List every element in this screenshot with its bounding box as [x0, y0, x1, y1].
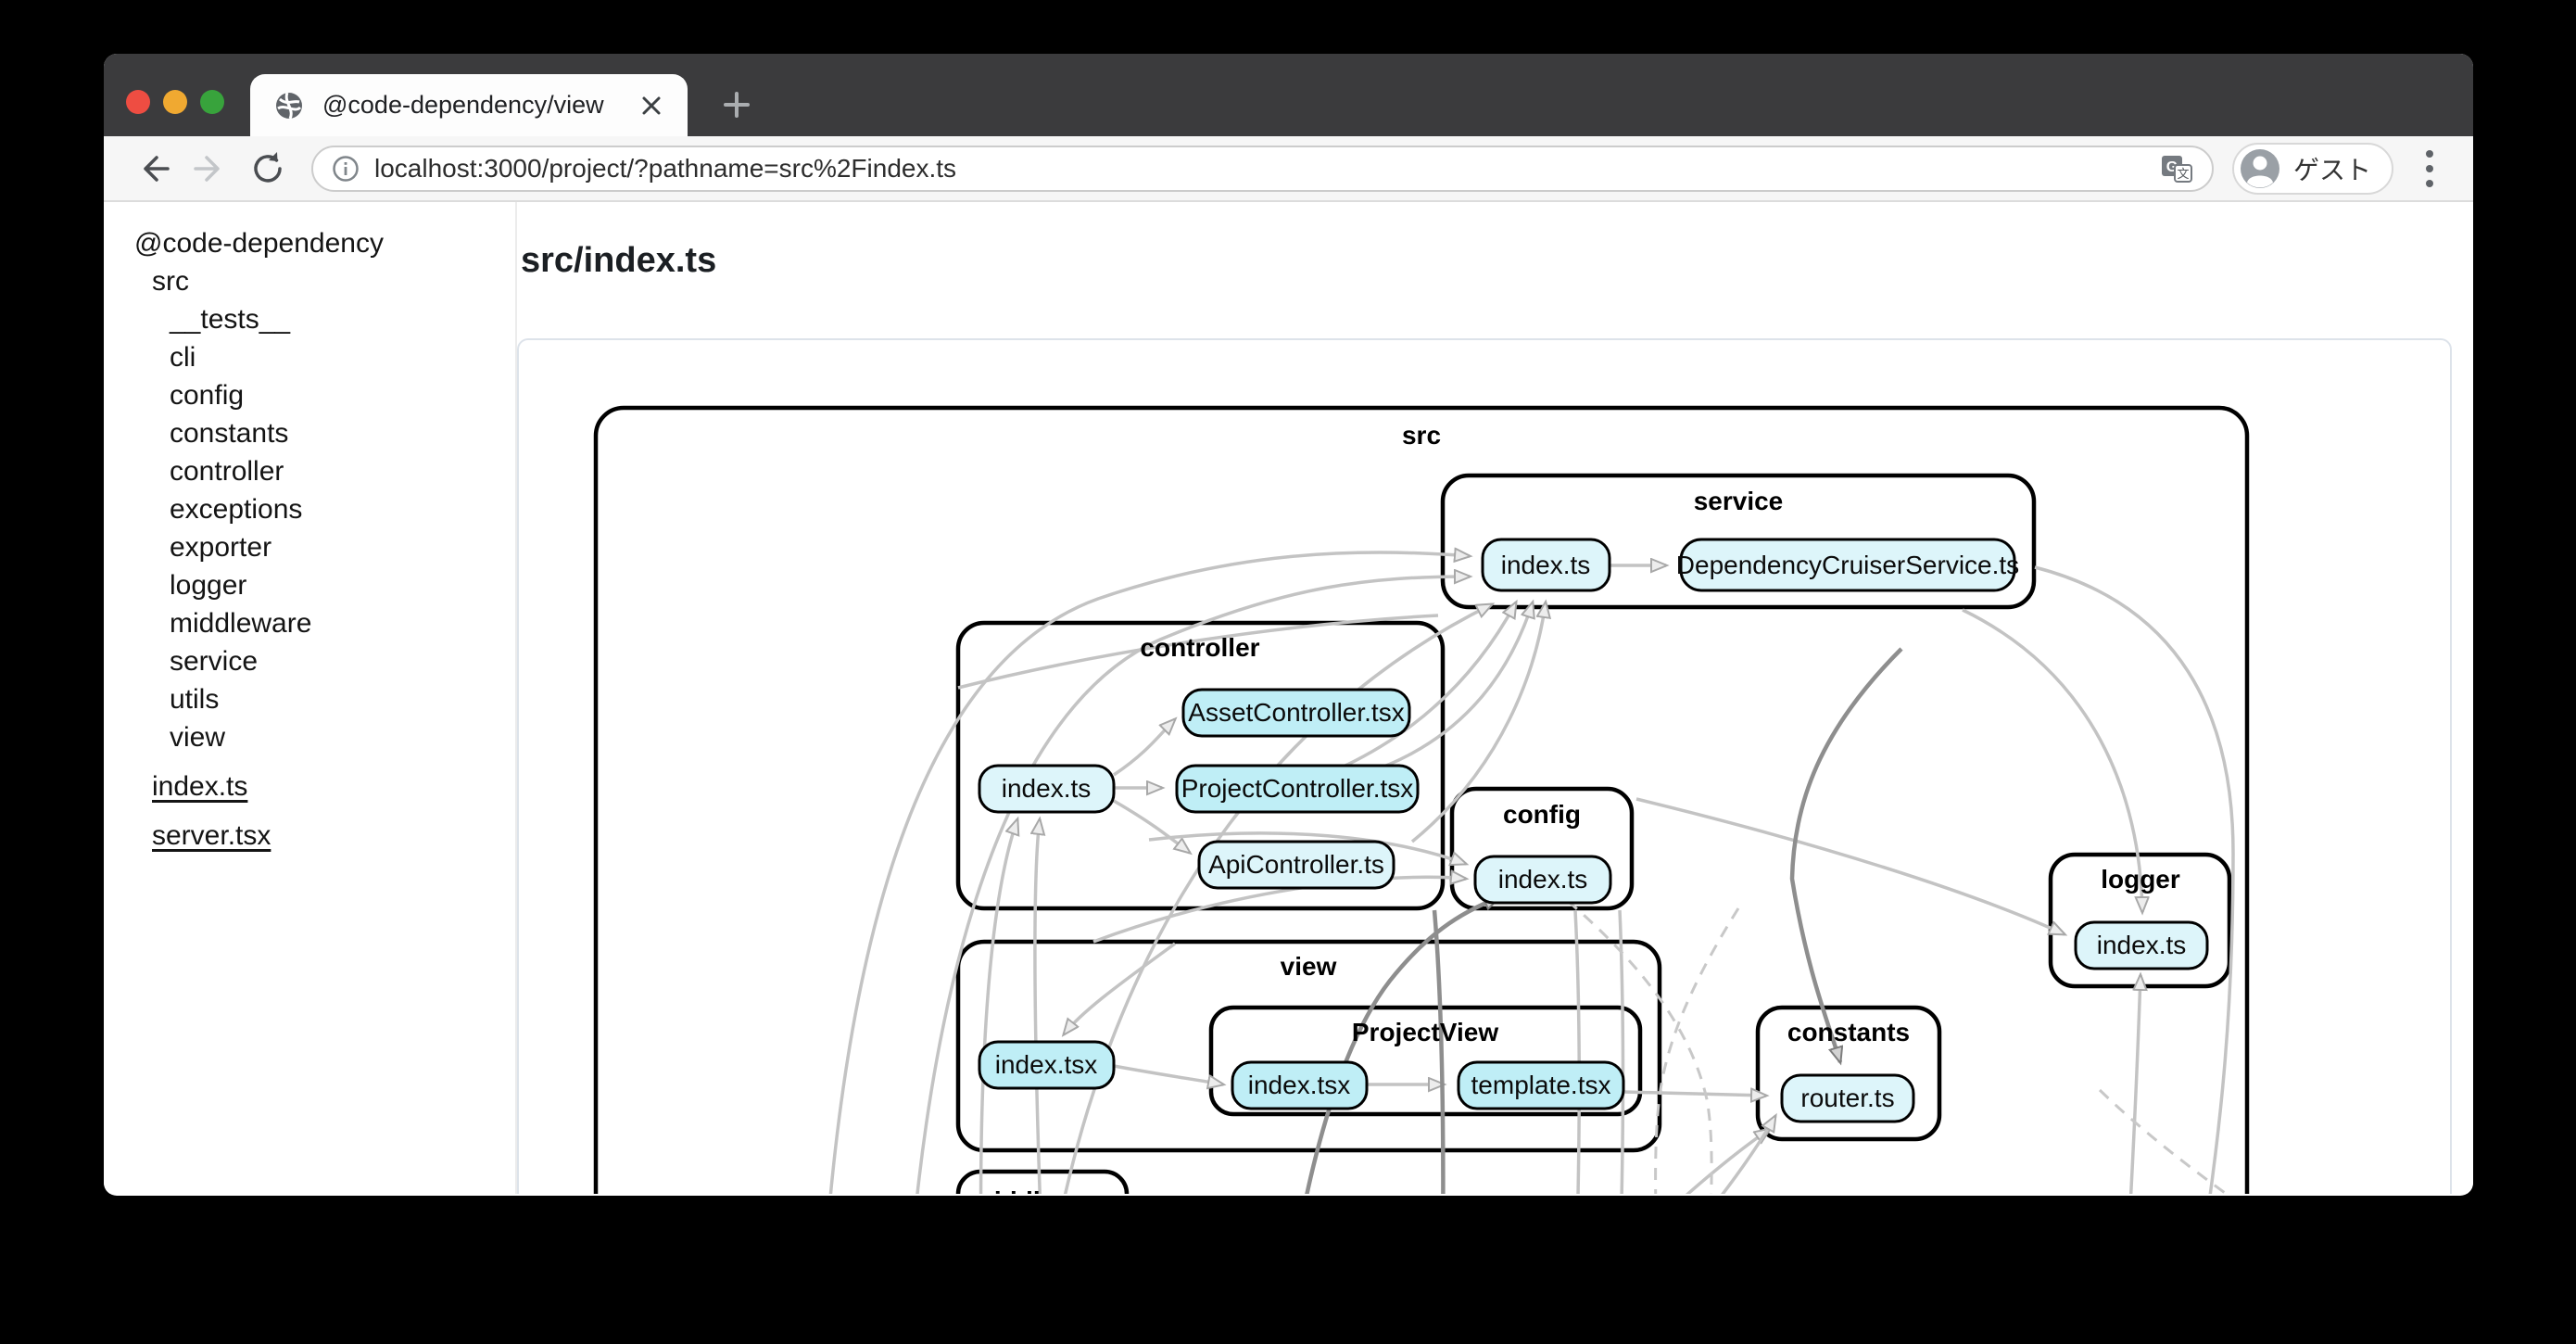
minimize-window-button[interactable]	[163, 90, 187, 114]
svg-text:index.tsx: index.tsx	[1248, 1071, 1351, 1099]
cluster-controller-label: controller	[1140, 633, 1259, 662]
svg-text:DependencyCruiserService.ts: DependencyCruiserService.ts	[1676, 551, 2019, 579]
browser-toolbar: localhost:3000/project/?pathname=src%2Fi…	[104, 136, 2473, 202]
node-project-controller[interactable]: ProjectController.tsx	[1175, 764, 1420, 814]
reload-icon	[254, 151, 282, 183]
sidebar-item-index-ts[interactable]: index.ts	[152, 771, 248, 802]
svg-text:AssetController.tsx: AssetController.tsx	[1188, 698, 1404, 727]
page-content: @code-dependency src __tests__ cli confi…	[104, 202, 2473, 1194]
cluster-service-label: service	[1694, 487, 1784, 515]
sidebar-item-constants[interactable]: constants	[170, 418, 289, 449]
node-config-index[interactable]: index.ts	[1473, 855, 1612, 905]
plus-icon	[724, 92, 750, 118]
reload-button[interactable]	[239, 145, 297, 193]
sidebar-item-view[interactable]: view	[170, 722, 226, 753]
sidebar-item-utils[interactable]: utils	[170, 684, 220, 715]
forward-button[interactable]	[182, 145, 239, 193]
cluster-middleware	[955, 1169, 1130, 1194]
translate-icon[interactable]: G 文	[2160, 152, 2193, 185]
node-view-index[interactable]: index.tsx	[978, 1040, 1116, 1090]
sidebar-item-src[interactable]: src	[152, 266, 189, 297]
node-logger-index[interactable]: index.ts	[2074, 920, 2209, 970]
sidebar-item-root[interactable]: @code-dependency	[134, 228, 384, 259]
sidebar-item-config[interactable]: config	[170, 380, 245, 411]
forward-arrow-icon	[194, 155, 220, 182]
back-button[interactable]	[124, 145, 182, 193]
node-service-index[interactable]: index.ts	[1481, 538, 1611, 592]
svg-text:index.ts: index.ts	[2097, 931, 2187, 959]
tab-close-icon[interactable]	[639, 94, 663, 118]
cluster-project-view-label: ProjectView	[1352, 1018, 1498, 1046]
back-arrow-icon	[144, 155, 170, 182]
avatar-icon	[2240, 148, 2279, 188]
browser-menu-button[interactable]	[2406, 149, 2453, 187]
dependency-edges-dashed	[1567, 899, 2229, 1194]
sidebar-item-controller[interactable]: controller	[170, 456, 284, 487]
sidebar-item-cli[interactable]: cli	[170, 342, 196, 373]
close-window-button[interactable]	[126, 90, 150, 114]
dependency-graph: index.ts DependencyCruiserService.ts Ass…	[593, 405, 2250, 1194]
svg-text:文: 文	[2177, 168, 2189, 182]
url-text[interactable]: localhost:3000/project/?pathname=src%2Fi…	[374, 153, 957, 183]
sidebar-item-service[interactable]: service	[170, 646, 259, 677]
tab-title: @code-dependency/view	[322, 91, 604, 119]
node-template[interactable]: template.tsx	[1457, 1060, 1625, 1110]
svg-text:template.tsx: template.tsx	[1471, 1071, 1611, 1099]
cluster-constants-label: constants	[1787, 1018, 1910, 1046]
dependency-edges-dark	[1305, 647, 1903, 1194]
main-area: src/index.ts	[515, 202, 2473, 1194]
sidebar-item-exceptions[interactable]: exceptions	[170, 494, 303, 525]
svg-text:index.ts: index.ts	[1002, 774, 1092, 803]
window-controls	[126, 90, 224, 114]
node-api-controller[interactable]: ApiController.ts	[1197, 840, 1395, 890]
dependency-graph-panel: index.ts DependencyCruiserService.ts Ass…	[517, 338, 2452, 1194]
sidebar-item-middleware[interactable]: middleware	[170, 608, 312, 639]
svg-text:index.tsx: index.tsx	[995, 1050, 1098, 1079]
url-bar[interactable]: localhost:3000/project/?pathname=src%2Fi…	[311, 145, 2214, 192]
svg-text:ProjectController.tsx: ProjectController.tsx	[1181, 774, 1414, 803]
browser-window: @code-dependency/view	[104, 54, 2473, 1196]
new-tab-button[interactable]	[712, 80, 762, 130]
svg-text:ApiController.ts: ApiController.ts	[1208, 850, 1384, 879]
sidebar-item-logger[interactable]: logger	[170, 570, 247, 601]
favicon-globe-icon	[276, 91, 302, 120]
cluster-config-label: config	[1503, 800, 1581, 829]
tab-strip: @code-dependency/view	[104, 54, 2473, 136]
svg-text:index.ts: index.ts	[1498, 865, 1588, 894]
profile-name: ゲスト	[2292, 155, 2371, 184]
site-info-icon[interactable]	[332, 155, 360, 183]
node-dependency-cruiser-service[interactable]: DependencyCruiserService.ts	[1676, 538, 2019, 592]
node-project-view-index[interactable]: index.tsx	[1231, 1060, 1369, 1110]
browser-tab[interactable]: @code-dependency/view	[250, 74, 688, 136]
dependency-edges	[828, 552, 2235, 1194]
maximize-window-button[interactable]	[200, 90, 224, 114]
sidebar-item-server-tsx[interactable]: server.tsx	[152, 820, 271, 851]
file-tree-sidebar: @code-dependency src __tests__ cli confi…	[104, 202, 515, 1194]
svg-text:router.ts: router.ts	[1800, 1084, 1894, 1112]
cluster-view-label: view	[1281, 952, 1337, 981]
cluster-middleware-label: middleware	[971, 1186, 1114, 1194]
node-controller-index[interactable]: index.ts	[978, 764, 1116, 814]
sidebar-item-tests[interactable]: __tests__	[170, 304, 291, 335]
cluster-src-label: src	[1402, 421, 1441, 450]
node-router[interactable]: router.ts	[1780, 1073, 1915, 1123]
page-title: src/index.ts	[521, 241, 717, 280]
profile-button[interactable]: ゲスト	[2231, 142, 2393, 195]
node-asset-controller[interactable]: AssetController.tsx	[1181, 688, 1411, 738]
sidebar-item-exporter[interactable]: exporter	[170, 532, 272, 563]
svg-text:index.ts: index.ts	[1501, 551, 1591, 579]
cluster-logger-label: logger	[2101, 865, 2180, 894]
